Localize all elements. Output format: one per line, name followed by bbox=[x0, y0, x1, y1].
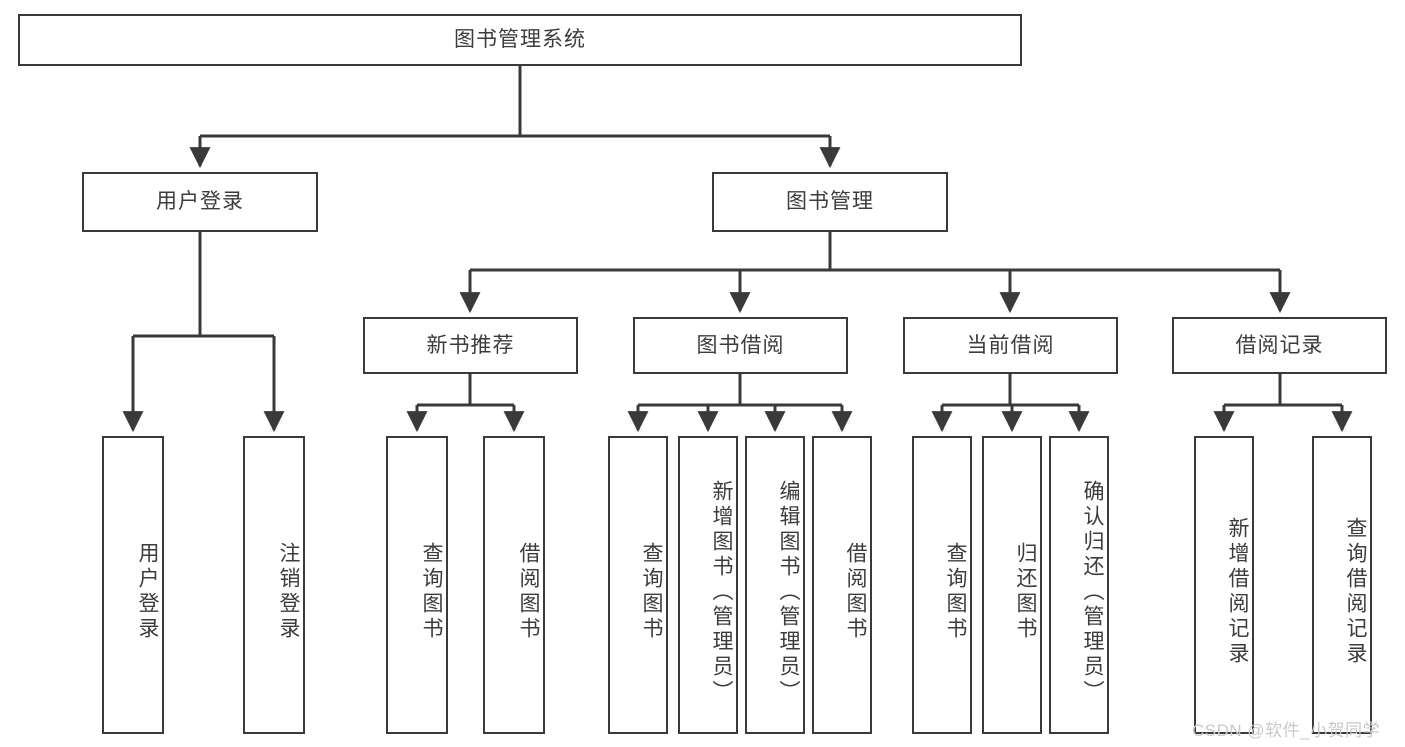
leaf-node[interactable]: 新增图书（管理员） bbox=[678, 436, 738, 734]
node-root[interactable]: 图书管理系统 bbox=[18, 14, 1022, 66]
leaf-node-label: 查询借阅记录 bbox=[1344, 517, 1367, 667]
leaf-node[interactable]: 借阅图书 bbox=[483, 436, 545, 734]
node-new-book-recommend[interactable]: 新书推荐 bbox=[363, 317, 578, 374]
leaf-node[interactable]: 归还图书 bbox=[982, 436, 1042, 734]
node-root-label: 图书管理系统 bbox=[454, 28, 586, 52]
watermark: CSDN @软件_小贺同学 bbox=[1192, 721, 1381, 740]
leaf-node-label: 新增借阅记录 bbox=[1226, 517, 1249, 667]
node-user-login-label: 用户登录 bbox=[156, 190, 244, 214]
leaf-node-label: 查询图书 bbox=[640, 542, 663, 642]
leaf-node[interactable]: 编辑图书（管理员） bbox=[745, 436, 805, 734]
leaf-node[interactable]: 确认归还（管理员） bbox=[1049, 436, 1109, 734]
leaf-node[interactable]: 查询借阅记录 bbox=[1312, 436, 1372, 734]
node-current-borrow-label: 当前借阅 bbox=[966, 333, 1055, 357]
node-book-management-label: 图书管理 bbox=[786, 190, 874, 214]
leaf-node[interactable]: 新增借阅记录 bbox=[1194, 436, 1254, 734]
leaf-node-label: 查询图书 bbox=[944, 542, 967, 642]
node-borrow-record-label: 借阅记录 bbox=[1235, 333, 1324, 357]
node-book-borrow-label: 图书借阅 bbox=[696, 333, 785, 357]
leaf-node[interactable]: 借阅图书 bbox=[812, 436, 872, 734]
leaf-node-label: 用户登录 bbox=[136, 542, 159, 642]
leaf-node[interactable]: 查询图书 bbox=[386, 436, 448, 734]
leaf-node[interactable]: 查询图书 bbox=[608, 436, 668, 734]
leaf-node-label: 借阅图书 bbox=[517, 542, 540, 642]
node-borrow-record[interactable]: 借阅记录 bbox=[1172, 317, 1387, 374]
node-book-management[interactable]: 图书管理 bbox=[712, 172, 948, 232]
leaf-node-label: 编辑图书（管理员） bbox=[777, 479, 800, 705]
node-new-book-recommend-label: 新书推荐 bbox=[426, 333, 515, 357]
leaf-node-label: 查询图书 bbox=[420, 542, 443, 642]
node-book-borrow[interactable]: 图书借阅 bbox=[633, 317, 848, 374]
leaf-node-label: 归还图书 bbox=[1014, 542, 1037, 642]
leaf-node[interactable]: 用户登录 bbox=[102, 436, 164, 734]
leaf-node[interactable]: 注销登录 bbox=[243, 436, 305, 734]
leaf-node[interactable]: 查询图书 bbox=[912, 436, 972, 734]
leaf-node-label: 新增图书（管理员） bbox=[710, 479, 733, 705]
node-user-login[interactable]: 用户登录 bbox=[82, 172, 318, 232]
leaf-node-label: 确认归还（管理员） bbox=[1081, 479, 1104, 705]
node-current-borrow[interactable]: 当前借阅 bbox=[903, 317, 1118, 374]
leaf-node-label: 注销登录 bbox=[277, 542, 300, 642]
leaf-node-label: 借阅图书 bbox=[844, 542, 867, 642]
